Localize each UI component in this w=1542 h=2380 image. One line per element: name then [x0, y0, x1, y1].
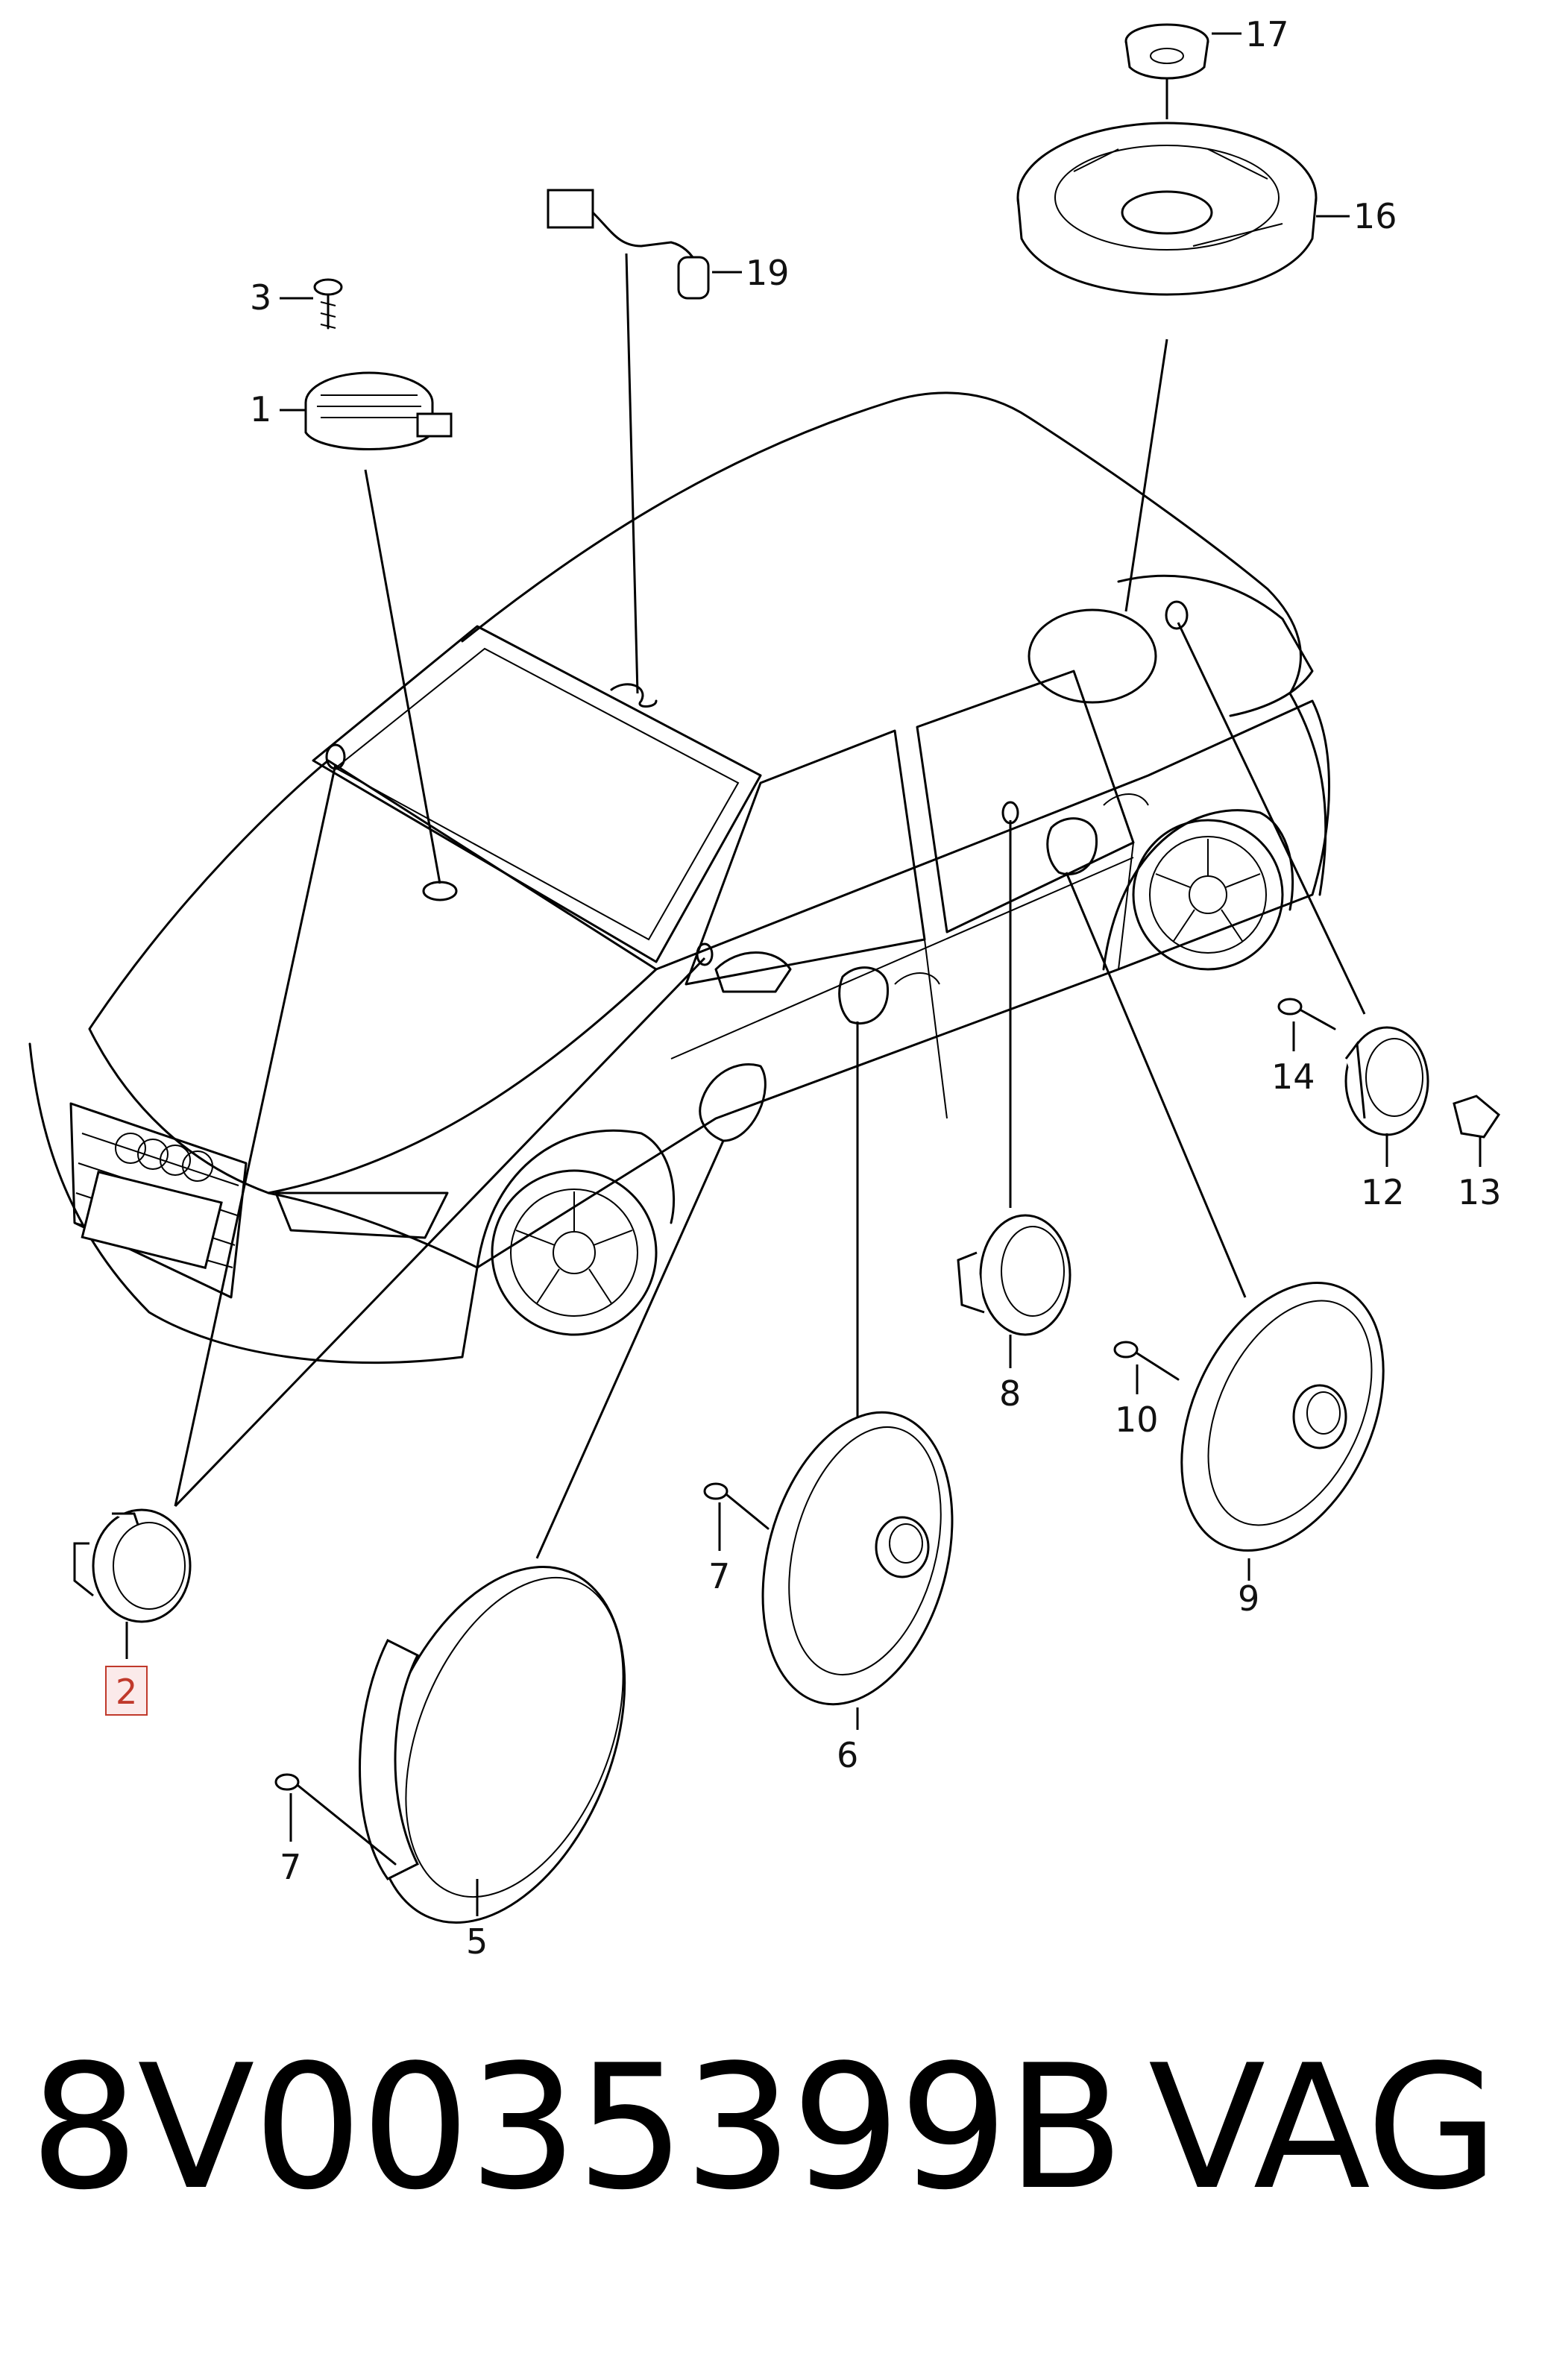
exploded-parts-diagram: 1 3 19 17 16 2 5 6 7 7 8 9 10 12 13 14 [28, 14, 1502, 1962]
callout-2-box[interactable]: 2 [105, 1666, 148, 1716]
part-12-tweeter[interactable] [1344, 1026, 1429, 1136]
callout-2: 2 [116, 1672, 137, 1712]
callout-10: 10 [1115, 1400, 1159, 1440]
part-7-screw-lower[interactable] [274, 1773, 397, 1866]
callout-16: 16 [1353, 196, 1397, 236]
part-7-screw-upper[interactable] [703, 1482, 770, 1530]
part-14-screw[interactable] [1277, 998, 1336, 1030]
brand-label: VAG [1148, 2029, 1499, 2228]
car-body-illustration [28, 391, 1330, 1364]
part-13-clip[interactable] [1453, 1095, 1500, 1139]
callout-3: 3 [250, 277, 271, 318]
callout-9: 9 [1238, 1578, 1259, 1619]
part-5-woofer[interactable] [326, 1530, 673, 1959]
part-number: 8V0035399B [30, 2029, 1124, 2228]
callout-19: 19 [746, 253, 790, 293]
callout-labels: 1 3 19 17 16 2 5 6 7 7 8 9 10 12 13 14 [105, 14, 1502, 1962]
callout-7-upper: 7 [708, 1556, 730, 1596]
callout-6: 6 [837, 1735, 858, 1775]
callout-13: 13 [1458, 1172, 1502, 1212]
callout-1: 1 [250, 389, 271, 429]
part-17-cap[interactable] [1124, 23, 1209, 80]
part-8-tweeter[interactable] [957, 1214, 1071, 1336]
part-1-dash-speaker[interactable] [304, 371, 453, 450]
callout-8: 8 [999, 1373, 1021, 1414]
callout-14: 14 [1271, 1057, 1315, 1097]
part-10-screw[interactable] [1113, 1341, 1180, 1381]
part-6-speaker[interactable] [732, 1391, 982, 1725]
callout-17: 17 [1245, 14, 1289, 54]
part-9-speaker[interactable] [1142, 1250, 1423, 1583]
leader-lines [174, 41, 1366, 1559]
callout-ticks [125, 32, 1482, 1916]
callout-12: 12 [1361, 1172, 1405, 1212]
part-16-subwoofer[interactable] [1016, 122, 1318, 296]
callout-7-lower: 7 [280, 1847, 301, 1887]
part-19-wiring[interactable] [547, 189, 710, 300]
part-3-screw[interactable] [313, 278, 343, 330]
callout-5: 5 [466, 1921, 488, 1962]
part-2-tweeter[interactable] [73, 1508, 192, 1623]
